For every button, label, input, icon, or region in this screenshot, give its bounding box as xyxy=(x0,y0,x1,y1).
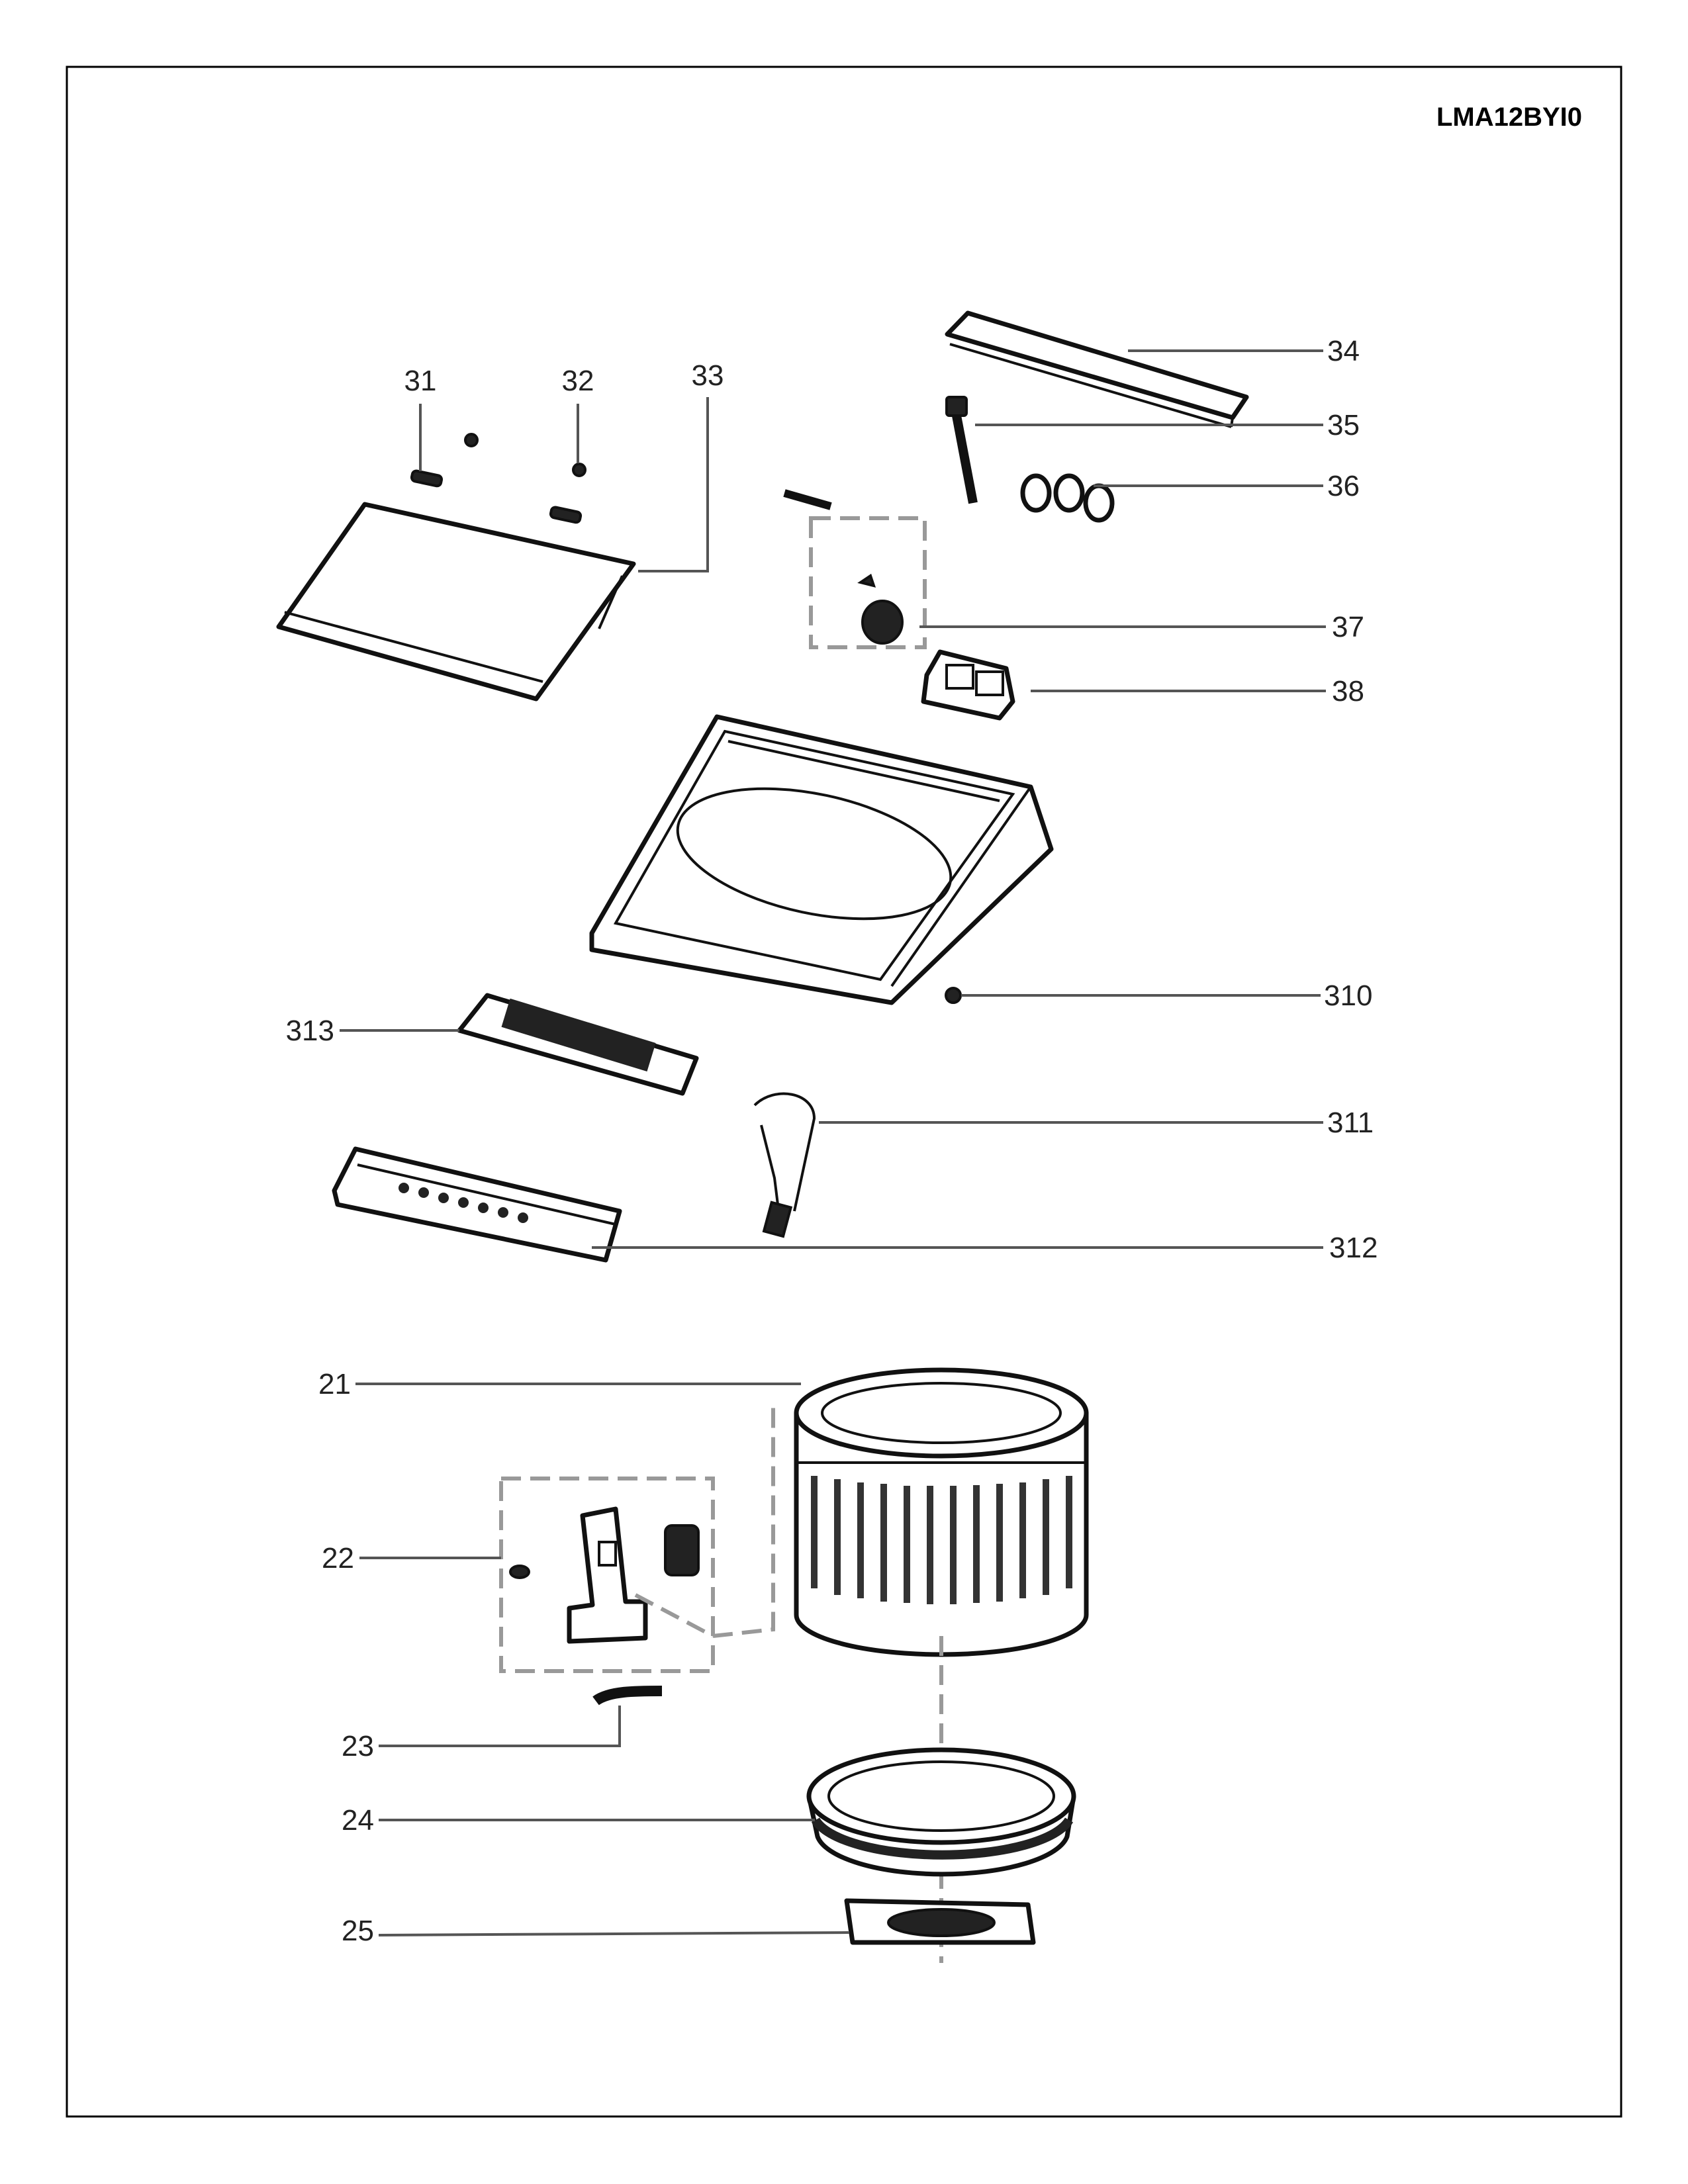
lid-part-33 xyxy=(276,502,636,702)
part-label-313: 313 xyxy=(286,1015,334,1047)
part-label-33: 33 xyxy=(692,359,724,392)
control-panel-part-312 xyxy=(332,1146,622,1263)
part-23 xyxy=(592,1686,663,1706)
hinge-part-32 xyxy=(549,463,586,524)
part-label-31: 31 xyxy=(404,365,437,397)
part-label-35: 35 xyxy=(1327,409,1360,441)
part-35 xyxy=(945,396,978,504)
plate-part-25 xyxy=(844,1898,1036,1945)
part-36 xyxy=(1020,473,1115,523)
part-38 xyxy=(921,649,1015,721)
ring-part-24 xyxy=(806,1747,1076,1877)
wire-harness-part-311 xyxy=(753,1092,816,1238)
model-number: LMA12BYI0 xyxy=(1436,103,1582,132)
part-label-22: 22 xyxy=(322,1542,354,1574)
part-label-312: 312 xyxy=(1329,1232,1378,1264)
part-label-25: 25 xyxy=(342,1915,374,1947)
part-37-group xyxy=(783,489,927,649)
part-22-group xyxy=(499,1399,775,1673)
leader-lines xyxy=(340,349,1326,1936)
basket-part-21 xyxy=(794,1367,1089,1657)
part-label-311: 311 xyxy=(1327,1107,1374,1139)
part-label-32: 32 xyxy=(562,365,594,397)
part-label-23: 23 xyxy=(342,1730,374,1762)
part-label-38: 38 xyxy=(1332,675,1364,707)
part-label-21: 21 xyxy=(318,1368,351,1400)
part-label-310: 310 xyxy=(1324,979,1372,1012)
top-cover-part xyxy=(589,714,1054,1005)
control-board-part-313 xyxy=(457,993,699,1096)
panel-part-34 xyxy=(945,310,1249,428)
part-label-36: 36 xyxy=(1327,470,1360,502)
page-border xyxy=(66,66,1622,2118)
part-310 xyxy=(945,987,962,1004)
part-label-24: 24 xyxy=(342,1804,374,1837)
part-label-37: 37 xyxy=(1332,611,1364,643)
part-label-34: 34 xyxy=(1327,335,1360,367)
hinge-part-31 xyxy=(410,433,479,488)
